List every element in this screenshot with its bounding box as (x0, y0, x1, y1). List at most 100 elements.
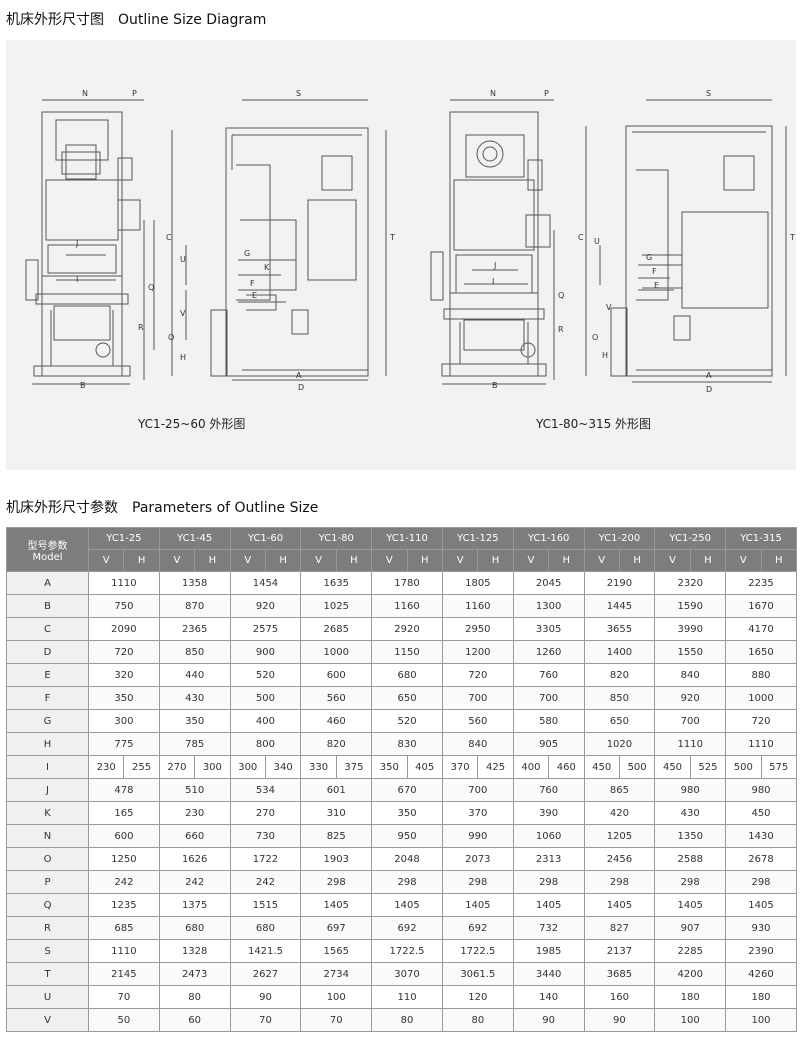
dimension-label: O (168, 333, 174, 342)
param-value: 820 (583, 663, 656, 687)
param-value: 1722 (229, 847, 302, 871)
param-value: 330 (300, 755, 337, 779)
param-value: 880 (725, 663, 797, 687)
param-value: 2313 (512, 847, 585, 871)
dimension-label: H (602, 351, 608, 360)
param-value: 2678 (725, 847, 797, 871)
param-value: 100 (300, 985, 373, 1009)
param-value: 450 (725, 801, 797, 825)
param-value: 1000 (725, 686, 797, 710)
param-value: 3990 (654, 617, 727, 641)
param-value: 720 (441, 663, 514, 687)
param-value: 2390 (725, 939, 797, 963)
param-value: 165 (88, 801, 160, 825)
v-subheader: V (512, 549, 550, 572)
param-value: 2090 (88, 617, 160, 641)
param-value: 300 (88, 709, 160, 733)
param-value: 80 (158, 985, 231, 1009)
param-label: H (6, 732, 89, 756)
param-value: 298 (512, 870, 585, 894)
param-value: 80 (371, 1008, 443, 1032)
dimension-label: I (76, 275, 78, 284)
machine-small-side-view (171, 99, 387, 381)
param-value: 1985 (512, 939, 585, 963)
param-value: 2190 (583, 571, 656, 595)
param-value: 1550 (654, 640, 727, 664)
param-value: 90 (512, 1008, 585, 1032)
param-value: 720 (88, 640, 160, 664)
dimension-label: B (80, 381, 86, 390)
param-value: 1328 (158, 939, 231, 963)
param-value: 242 (158, 870, 231, 894)
param-value: 460 (300, 709, 373, 733)
params-title-cn: 机床外形尺寸参数 (6, 500, 118, 516)
param-value: 700 (441, 778, 514, 802)
h-subheader: H (548, 549, 585, 572)
param-label: T (6, 962, 89, 986)
dimension-label: O (592, 333, 598, 342)
param-value: 298 (300, 870, 373, 894)
param-value: 525 (689, 755, 727, 779)
param-value: 520 (229, 663, 302, 687)
param-value: 70 (88, 985, 160, 1009)
header-label-cell: 型号参数 Model (6, 527, 89, 572)
param-value: 820 (300, 732, 373, 756)
param-value: 4170 (725, 617, 797, 641)
param-value: 2950 (441, 617, 514, 641)
v-subheader: V (229, 549, 266, 572)
param-label: N (6, 824, 89, 848)
param-value: 400 (229, 709, 302, 733)
param-value: 1405 (371, 893, 443, 917)
dimension-label: D (706, 385, 712, 394)
param-value: 1020 (583, 732, 656, 756)
diagram-title-en: Outline Size Diagram (118, 12, 267, 28)
param-value: 430 (654, 801, 727, 825)
param-value: 905 (512, 732, 585, 756)
dimension-label: E (654, 281, 659, 290)
param-value: 1635 (300, 571, 373, 595)
dimension-label: P (132, 89, 137, 98)
param-value: 1445 (583, 594, 656, 618)
param-value: 1110 (725, 732, 797, 756)
dimension-label: U (180, 255, 186, 264)
param-value: 370 (441, 801, 514, 825)
dimension-label: C (166, 233, 172, 242)
param-value: 697 (300, 916, 373, 940)
param-value: 560 (300, 686, 373, 710)
param-value: 90 (229, 985, 302, 1009)
param-value: 1000 (300, 640, 373, 664)
dimension-label: R (138, 323, 144, 332)
param-value: 230 (87, 755, 125, 779)
dimension-label: R (558, 325, 564, 334)
dimension-label: S (706, 89, 711, 98)
dimension-label: D (298, 383, 304, 392)
param-value: 2627 (229, 962, 302, 986)
param-value: 1430 (725, 824, 797, 848)
param-value: 680 (371, 663, 443, 687)
param-value: 180 (725, 985, 797, 1009)
param-label: C (6, 617, 89, 641)
param-value: 1025 (300, 594, 373, 618)
param-value: 1110 (88, 939, 160, 963)
param-value: 2145 (88, 962, 160, 986)
dimension-label: F (250, 279, 255, 288)
param-value: 1060 (512, 824, 585, 848)
param-value: 1150 (371, 640, 443, 664)
param-value: 270 (229, 801, 302, 825)
param-value: 1805 (441, 571, 514, 595)
params-title-en: Parameters of Outline Size (132, 500, 319, 516)
param-value: 660 (158, 824, 231, 848)
params-section-title: 机床外形尺寸参数 Parameters of Outline Size (6, 497, 318, 517)
param-value: 2473 (158, 962, 231, 986)
param-value: 2285 (654, 939, 727, 963)
param-value: 2137 (583, 939, 656, 963)
param-value: 692 (441, 916, 514, 940)
